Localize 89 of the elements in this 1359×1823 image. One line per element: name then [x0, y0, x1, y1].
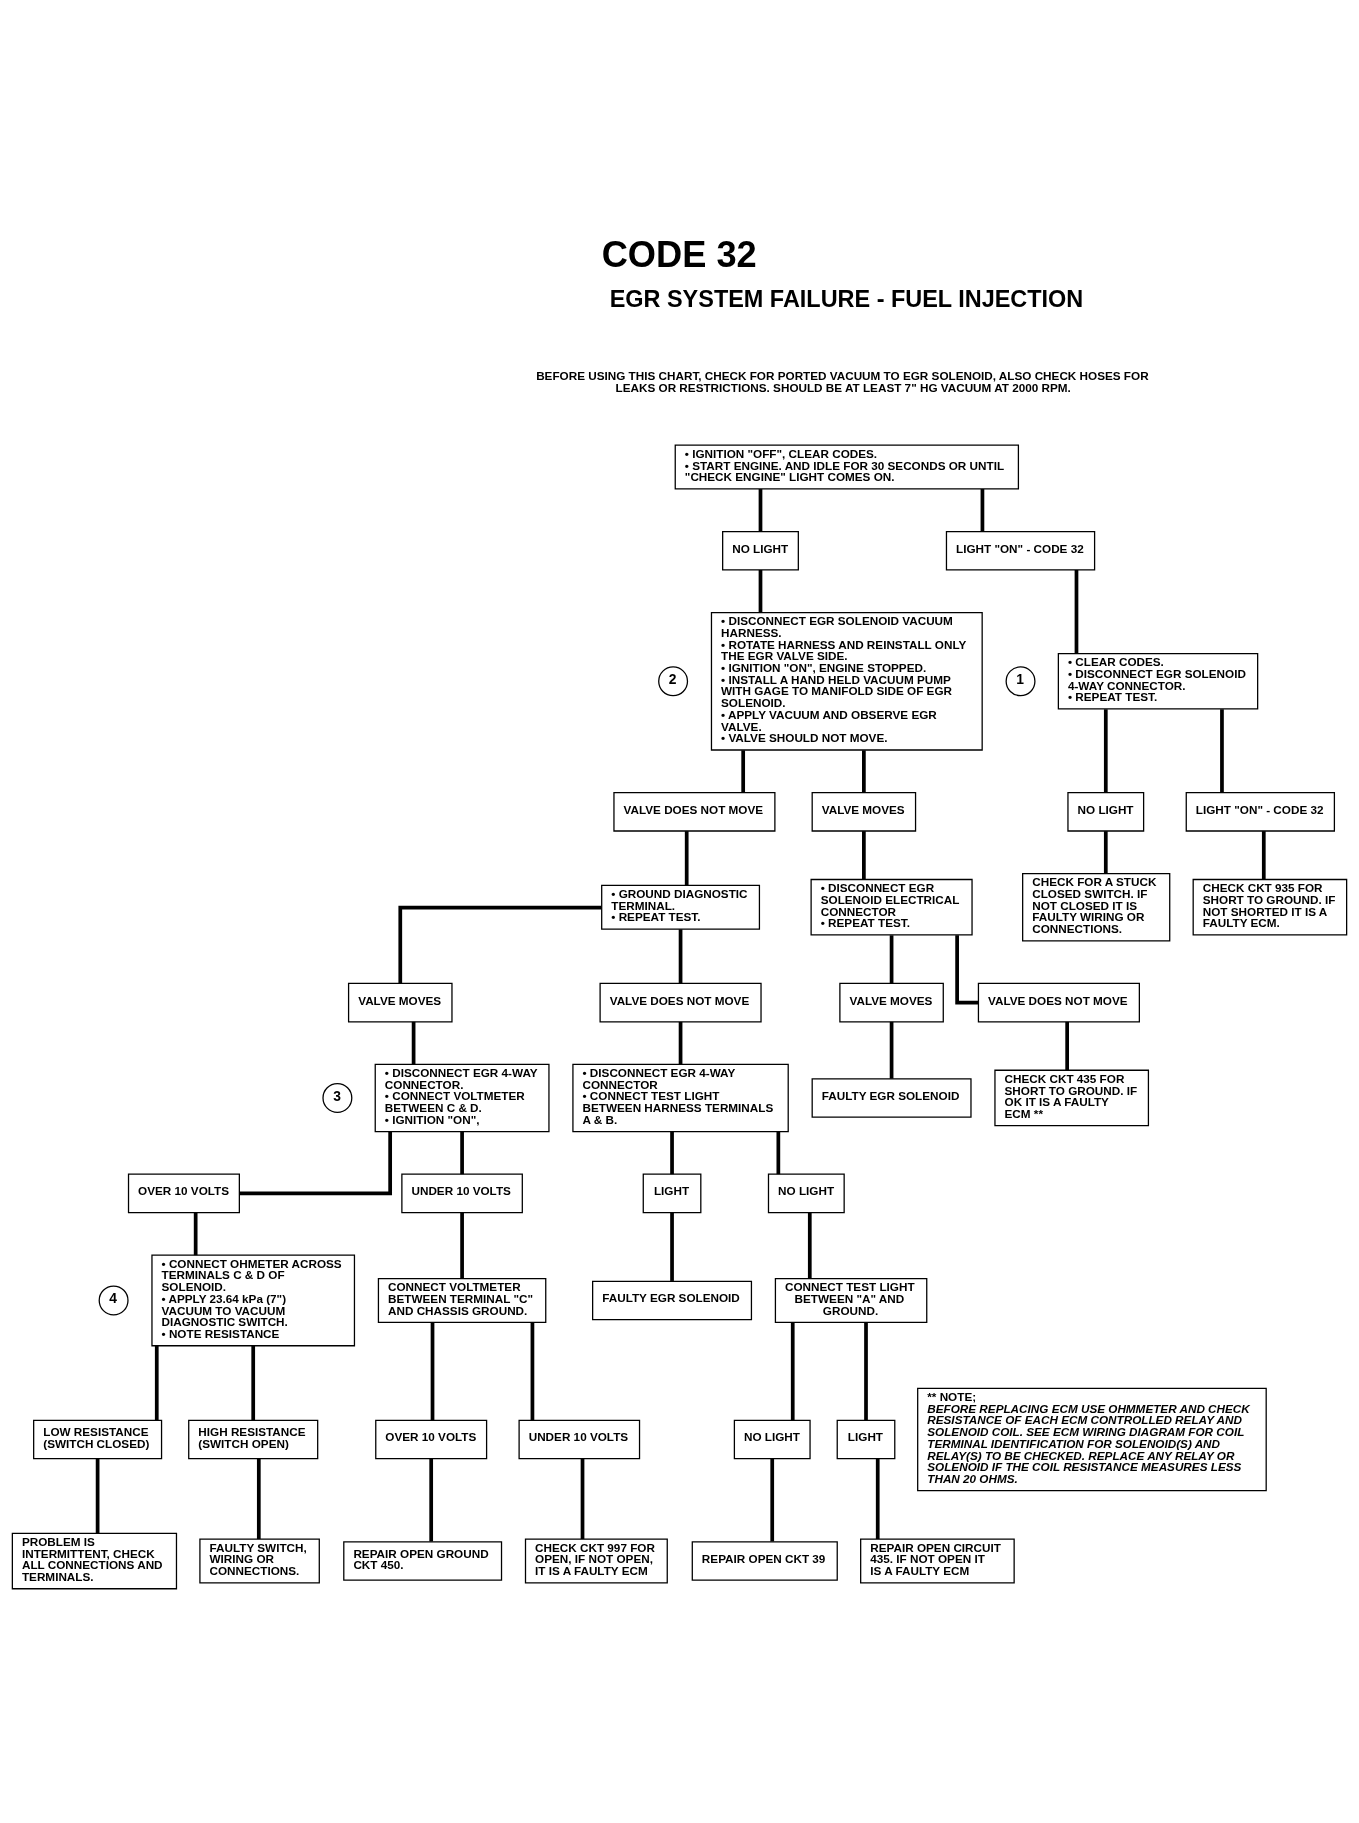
connector — [1074, 569, 1079, 653]
node-box: • IGNITION "OFF", CLEAR CODES. • START ENGINE. AND IDLE FOR 30 SECONDS OR UNTIL "CHECK ENGINE" LIGHT COMES ON. — [674, 444, 1020, 490]
node-box: VALVE MOVES — [347, 982, 453, 1022]
node-box: VALVE DOES NOT MOVE — [599, 982, 762, 1022]
node-box: LOW RESISTANCE (SWITCH CLOSED) — [33, 1419, 163, 1459]
connector — [670, 1131, 674, 1174]
node-circle: 4 — [98, 1284, 129, 1315]
connector — [95, 1458, 100, 1533]
diagram-title: CODE 32 — [601, 233, 757, 275]
connector — [1103, 708, 1108, 792]
label: BEFORE USING THIS CHART, CHECK FOR PORTED VACUUM TO EGR SOLENOID, ALSO CHECK HOSES FOR LEAKS OR RESTRICTIONS. SHOULD BE AT LEAST 7" HG VACUUM AT 2000 RPM. — [536, 368, 1149, 394]
node-box: NO LIGHT — [733, 1419, 811, 1459]
node-box: FAULTY EGR SOLENOID — [811, 1077, 972, 1118]
node-box: UNDER 10 VOLTS — [518, 1419, 641, 1459]
connector — [862, 830, 866, 879]
node-box: • DISCONNECT EGR SOLENOID VACUUM HARNESS. • ROTATE HARNESS AND REINSTALL ONLY THE EGR VALVE SIDE. • IGNITION "ON", ENGINE STOPPED. • INSTALL A HAND HELD VACUUM PUMP WITH GAGE TO MANIFOLD SIDE OF EGR SOLENOID. • APPLY VACUUM AND OBSERVE EGR VALVE. • VALVE SHOULD NOT MOVE. — [710, 611, 983, 751]
node-box: VALVE MOVES — [839, 982, 944, 1022]
node-box: CONNECT VOLTMETER BETWEEN TERMINAL "C" AND CHASSIS GROUND. — [377, 1277, 547, 1323]
node-box: ** NOTE; BEFORE REPLACING ECM USE OHMMETER AND CHECK RESISTANCE OF EACH ECM CONTROLLED RELAY AND SOLENOID COIL. SEE ECM WIRING DIAGRAM FOR COIL TERMINAL IDENTIFICATION FOR SOLENOID(S) AND RELAY(S) TO BE CHECKED. REPLACE ANY RELAY OR SOLENOID IF THE COIL RESISTANCE MEASURES LESS THAN 20 OHMS. — [917, 1387, 1267, 1491]
node-box: NO LIGHT — [1067, 791, 1145, 832]
connector — [460, 1212, 464, 1278]
node-box: VALVE DOES NOT MOVE — [977, 982, 1140, 1022]
connector — [758, 488, 763, 531]
node-box: LIGHT — [836, 1419, 896, 1459]
connector — [864, 1322, 868, 1420]
connector — [875, 1458, 880, 1539]
connector — [770, 1458, 775, 1541]
node-circle: 3 — [322, 1082, 353, 1113]
node-box: VALVE DOES NOT MOVE — [613, 791, 776, 832]
node-box: HIGH RESISTANCE (SWITCH OPEN) — [188, 1419, 319, 1459]
node-box: REPAIR OPEN CKT 39 — [691, 1540, 838, 1581]
connector — [889, 934, 894, 983]
connector — [193, 1212, 198, 1255]
node-box: NO LIGHT — [767, 1173, 845, 1213]
node-box: • GROUND DIAGNOSTIC TERMINAL. • REPEAT TEST. — [601, 884, 761, 930]
connector — [678, 1021, 683, 1064]
node-box: CHECK FOR A STUCK CLOSED SWITCH. IF NOT CLOSED IT IS FAULTY WIRING OR CONNECTIONS. — [1022, 872, 1171, 941]
connector — [955, 934, 979, 1004]
connector — [889, 1021, 894, 1079]
connector — [239, 1131, 392, 1195]
node-box: CONNECT TEST LIGHT BETWEEN "A" AND GROUND. — [774, 1277, 928, 1323]
node-circle: 1 — [1005, 665, 1036, 696]
node-box: OVER 10 VOLTS — [127, 1173, 240, 1213]
connector — [741, 749, 746, 793]
connector — [429, 1458, 434, 1541]
connector — [460, 1131, 464, 1174]
connector — [154, 1345, 159, 1420]
connector — [1065, 1021, 1070, 1070]
connector — [256, 1458, 261, 1539]
connector — [776, 1131, 781, 1174]
label: EGR SYSTEM FAILURE - FUEL INJECTION — [609, 285, 1084, 312]
node-box: OVER 10 VOLTS — [375, 1419, 488, 1459]
connector — [790, 1322, 795, 1420]
node-box: CHECK CKT 935 FOR SHORT TO GROUND. IF NOT SHORTED IT IS A FAULTY ECM. — [1192, 878, 1348, 936]
node-box: PROBLEM IS INTERMITTENT, CHECK ALL CONNECTIONS AND TERMINALS. — [11, 1532, 178, 1589]
connector — [411, 1021, 416, 1064]
connector — [430, 1322, 435, 1420]
node-box: • CLEAR CODES. • DISCONNECT EGR SOLENOID 4-WAY CONNECTOR. • REPEAT TEST. — [1057, 652, 1259, 710]
node-circle: 2 — [658, 665, 689, 696]
connector — [530, 1322, 535, 1420]
node-box: CHECK CKT 997 FOR OPEN, IF NOT OPEN, IT IS A FAULTY ECM — [524, 1538, 668, 1584]
connector — [398, 905, 602, 983]
node-box: • DISCONNECT EGR SOLENOID ELECTRICAL CONNECTOR • REPEAT TEST. — [810, 878, 973, 936]
node-box: LIGHT "ON" - CODE 32 — [945, 530, 1096, 571]
connector — [580, 1458, 585, 1539]
node-box: UNDER 10 VOLTS — [401, 1173, 523, 1213]
connector — [670, 1212, 674, 1281]
connector — [684, 830, 689, 885]
connector — [251, 1345, 256, 1420]
node-box: VALVE MOVES — [811, 791, 917, 832]
node-box: LIGHT — [642, 1173, 702, 1213]
node-box: LIGHT "ON" - CODE 32 — [1185, 791, 1336, 832]
node-box: CHECK CKT 435 FOR SHORT TO GROUND. IF OK IT IS A FAULTY ECM ** — [994, 1069, 1150, 1126]
connector — [980, 488, 985, 531]
node-box: • DISCONNECT EGR 4-WAY CONNECTOR. • CONNECT VOLTMETER BETWEEN C & D. • IGNITION "ON", — [374, 1063, 550, 1132]
node-box: NO LIGHT — [722, 530, 799, 571]
connector — [862, 749, 866, 793]
connector — [758, 569, 763, 612]
connector — [1261, 830, 1266, 879]
connector — [678, 928, 683, 983]
node-box: • DISCONNECT EGR 4-WAY CONNECTOR • CONNECT TEST LIGHT BETWEEN HARNESS TERMINALS A & B. — [572, 1063, 789, 1132]
connector — [1103, 830, 1108, 873]
node-box: FAULTY SWITCH, WIRING OR CONNECTIONS. — [199, 1538, 320, 1584]
node-box: REPAIR OPEN GROUND CKT 450. — [343, 1540, 503, 1581]
connector — [1220, 708, 1224, 792]
node-box: REPAIR OPEN CIRCUIT 435. IF NOT OPEN IT IS A FAULTY ECM — [860, 1538, 1015, 1584]
node-box: FAULTY EGR SOLENOID — [592, 1280, 753, 1320]
connector — [807, 1212, 812, 1278]
node-box: • CONNECT OHMETER ACROSS TERMINALS C & D OF SOLENOID. • APPLY 23.64 kPa (7") VACUUM TO VACUUM DIAGNOSTIC SWITCH. • NOTE RESISTANCE — [151, 1254, 356, 1346]
